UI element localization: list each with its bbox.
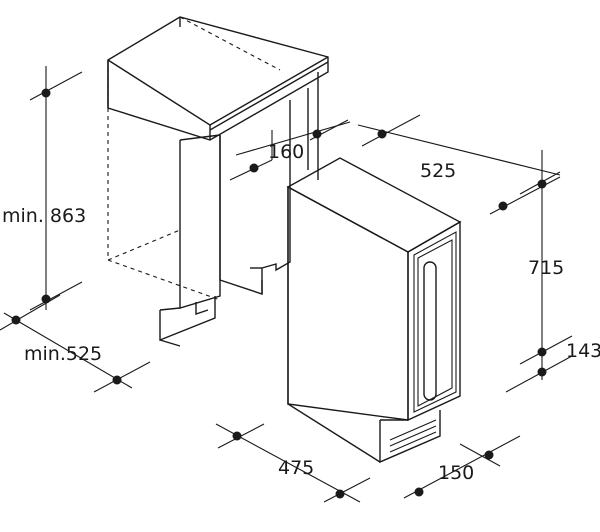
label-unit-width: 475 xyxy=(278,457,314,479)
label-unit-depth: 525 xyxy=(420,160,456,182)
dimension-lines xyxy=(0,66,573,503)
wine-cooler xyxy=(286,157,462,464)
label-unit-height: 715 xyxy=(528,257,564,279)
label-cabinet-depth: min.525 xyxy=(24,343,102,365)
kitchen-cabinet xyxy=(107,16,329,347)
label-plinth-width: 150 xyxy=(438,462,474,484)
label-plinth-height: 143 xyxy=(566,340,600,362)
label-gap: 160 xyxy=(268,141,304,163)
label-cabinet-height: min. 863 xyxy=(2,205,86,227)
